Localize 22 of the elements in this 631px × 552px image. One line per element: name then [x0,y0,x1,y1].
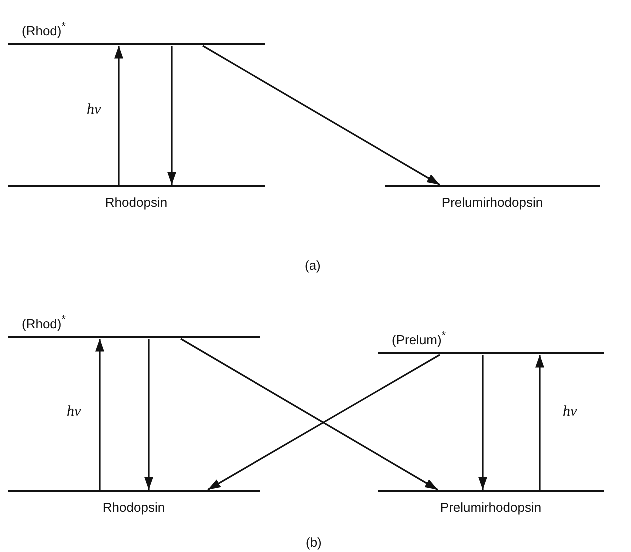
arrow [96,339,104,490]
panel-label: (a) [305,258,321,273]
arrow [478,355,488,490]
arrow [202,45,440,186]
arrow [208,354,440,491]
energy-level [385,185,600,211]
arrow [180,338,438,491]
level-label: Rhodopsin [104,195,169,210]
arrow [114,46,124,185]
arrow [536,355,544,490]
level-label: (Prelum)$^{*}$ [392,330,446,348]
energy-level [378,490,604,516]
level-label: Prelumirhodopsin [439,500,543,515]
panel-label: (b) [306,535,322,550]
level-label: (Rhod)$^{*}$ [22,21,66,38]
level-label: Prelumirhodopsin [440,195,544,210]
arrow [168,46,176,185]
energy-level [8,185,265,211]
level-label: Rhodopsin [102,500,166,515]
energy-level [8,490,260,516]
level-label: (Rhod)$^{*}$ [22,314,66,332]
arrow [144,339,154,490]
